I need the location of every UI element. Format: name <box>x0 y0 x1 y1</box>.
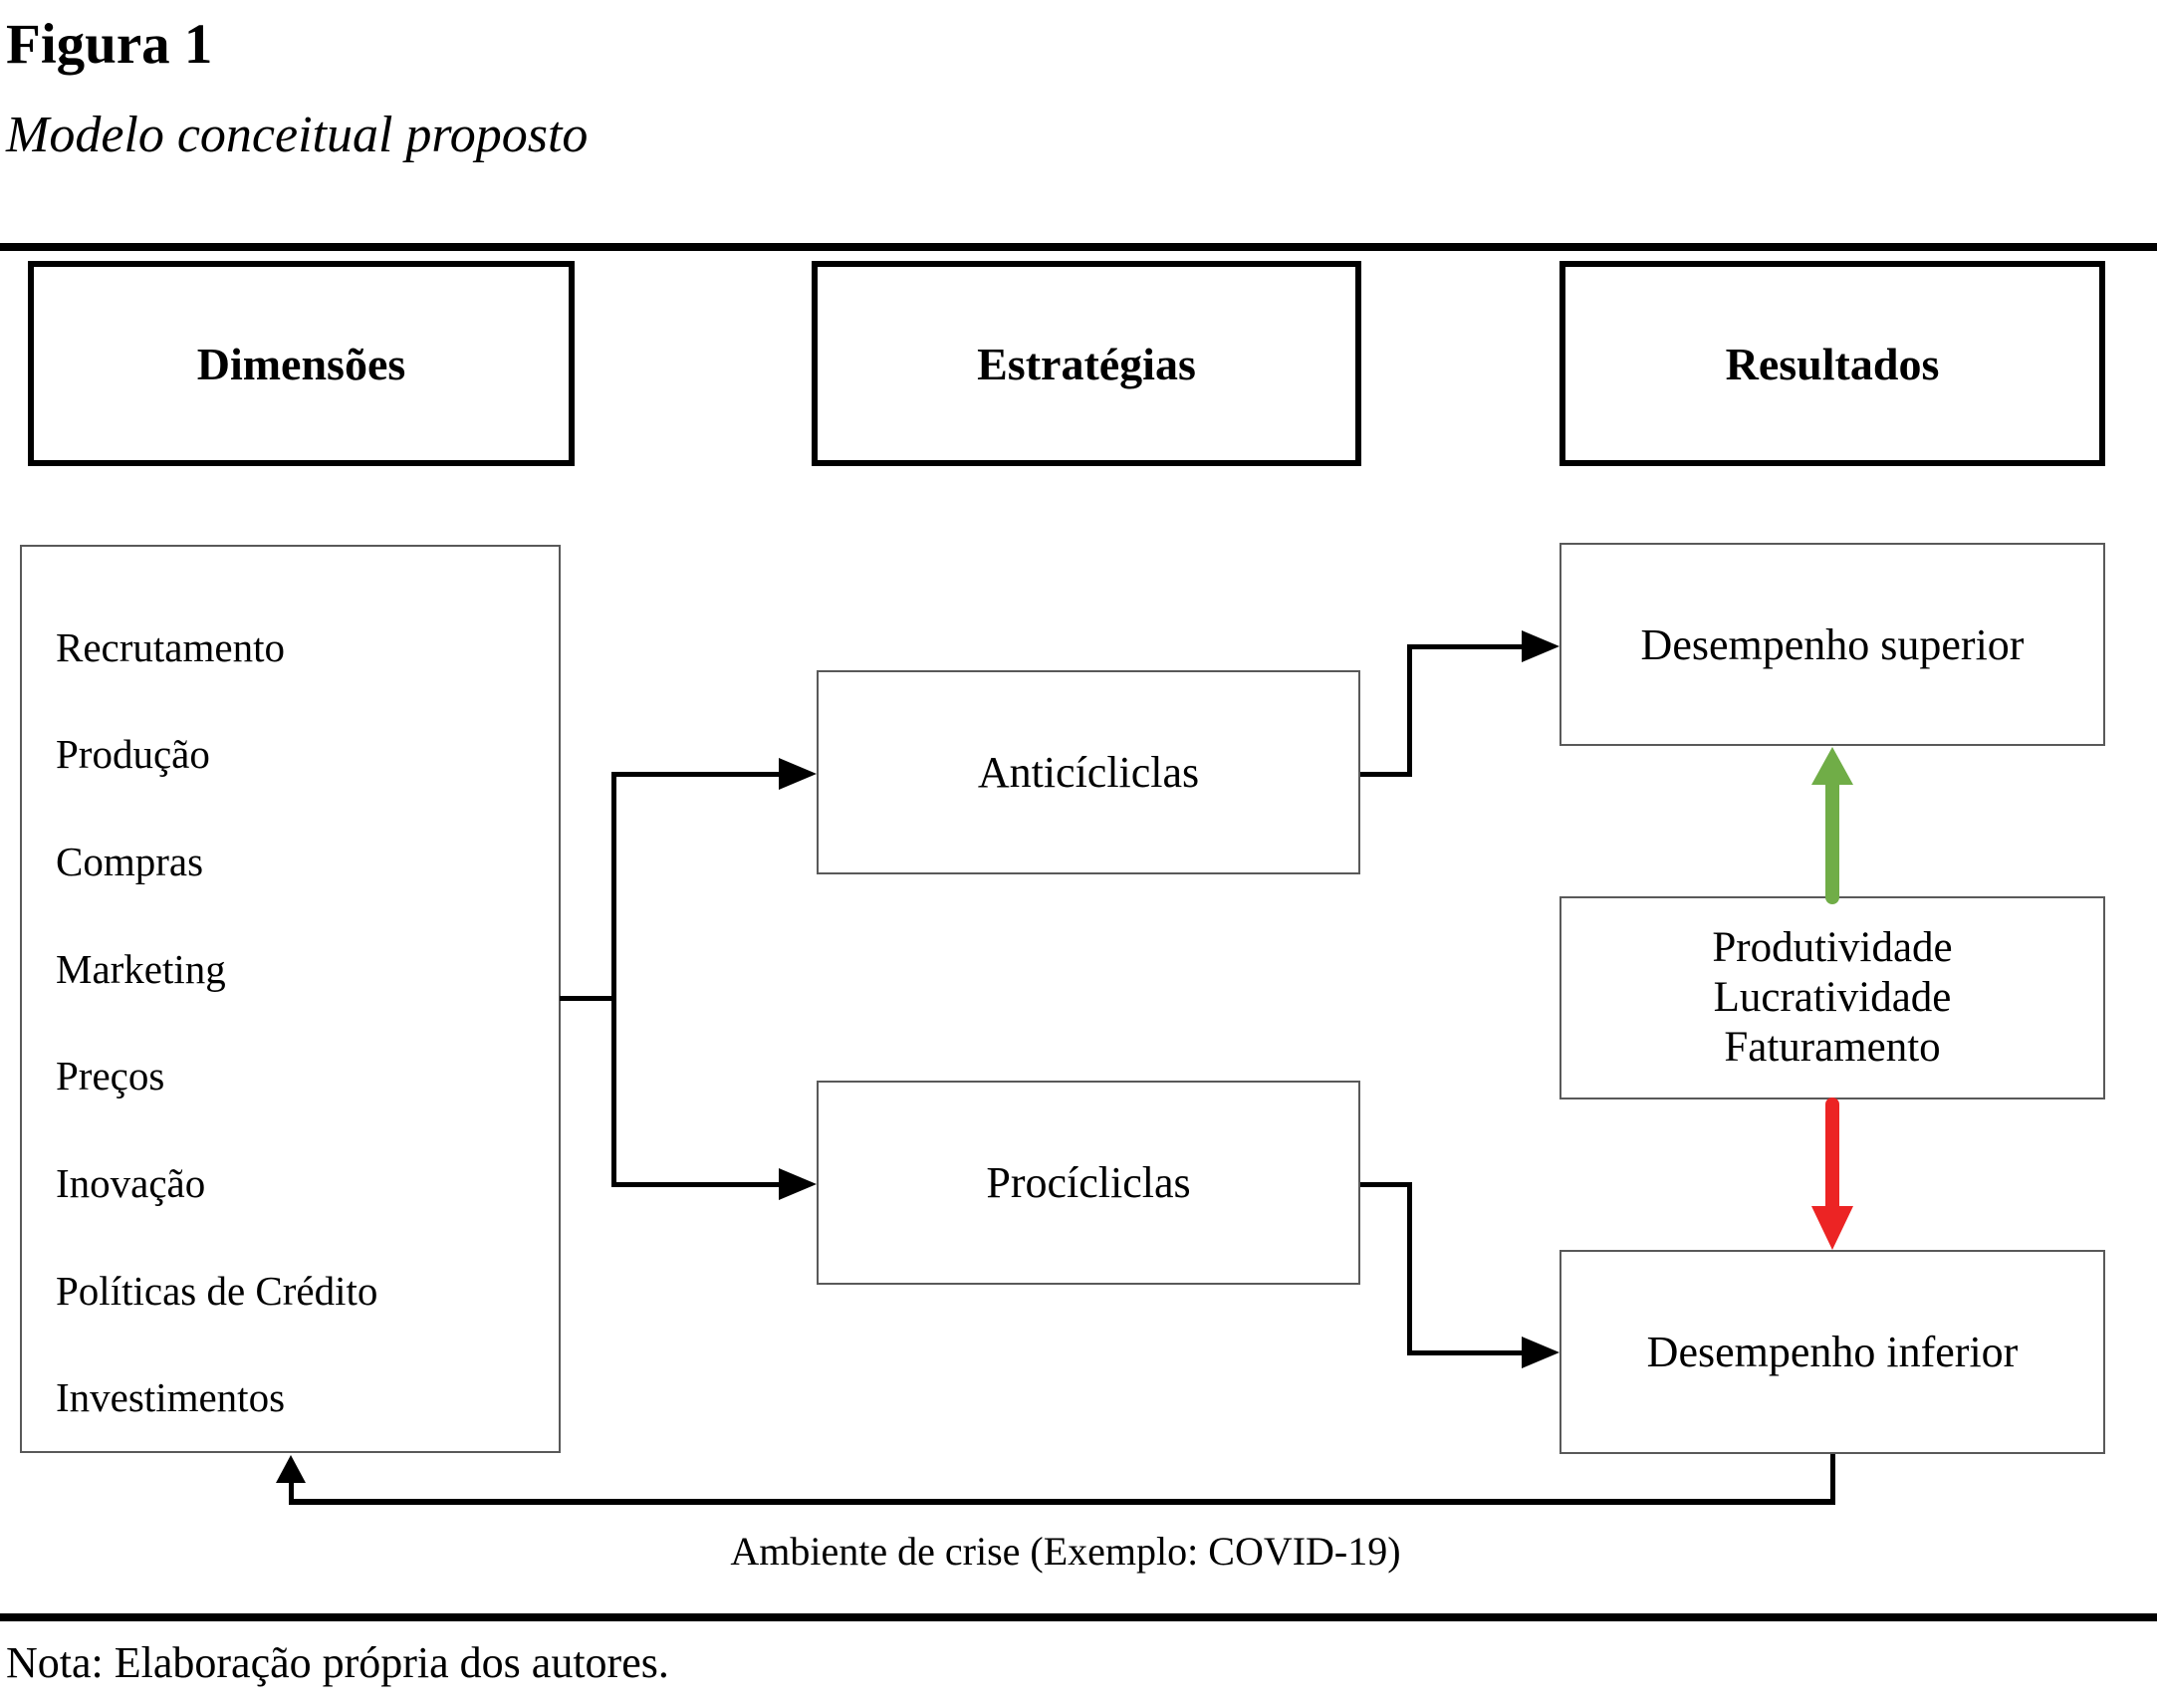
to-inferior-line <box>1407 1350 1524 1355</box>
list-item: Preços <box>56 1053 165 1099</box>
connector-branch-line <box>611 772 616 1187</box>
list-item: Investimentos <box>56 1374 286 1421</box>
connector-to-procyclical-line <box>611 1182 781 1187</box>
to-superior-line <box>1407 644 1524 649</box>
inferior-performance-label: Desempenho inferior <box>1646 1328 2019 1376</box>
header-dimensions-label: Dimensões <box>196 338 406 389</box>
procyclical-label: Procícliclas <box>986 1158 1191 1207</box>
header-box-dimensions: Dimensões <box>28 261 575 466</box>
feedback-riser-line <box>289 1481 294 1503</box>
top-rule <box>0 243 2157 251</box>
bottom-rule <box>0 1613 2157 1621</box>
procyclical-out-line <box>1360 1182 1412 1187</box>
arrowhead-to-superior-icon <box>1522 630 1559 662</box>
header-box-strategies: Estratégias <box>812 261 1361 466</box>
feedback-arrowhead-icon <box>276 1455 306 1483</box>
figure-note: Nota: Elaboração própria dos autores. <box>6 1638 669 1687</box>
indicator-label: Faturamento <box>1724 1024 1941 1071</box>
list-item: Recrutamento <box>56 623 285 670</box>
procyclical-dropper-line <box>1407 1182 1412 1355</box>
negative-arrowhead-icon <box>1811 1206 1853 1250</box>
negative-arrow-shaft <box>1825 1098 1839 1209</box>
arrowhead-to-inferior-icon <box>1522 1337 1559 1368</box>
positive-arrow-shaft <box>1825 783 1839 904</box>
connector-stub-line <box>560 996 616 1001</box>
inferior-performance-box: Desempenho inferior <box>1559 1250 2105 1454</box>
header-results-label: Resultados <box>1725 338 1940 389</box>
superior-performance-box: Desempenho superior <box>1559 543 2105 746</box>
superior-performance-label: Desempenho superior <box>1640 619 2025 669</box>
procyclical-box: Procícliclas <box>817 1081 1360 1285</box>
anticyclical-label: Anticícliclas <box>977 748 1200 797</box>
connector-to-anticyclical-line <box>611 772 781 777</box>
feedback-horizontal-line <box>289 1499 1835 1505</box>
positive-arrowhead-icon <box>1811 747 1853 785</box>
anticyclical-out-line <box>1360 772 1412 777</box>
list-item: Marketing <box>56 945 226 992</box>
indicator-label: Lucratividade <box>1713 974 1952 1021</box>
figure-subtitle: Modelo conceitual proposto <box>6 107 589 163</box>
list-item: Produção <box>56 731 210 778</box>
indicator-label: Produtividade <box>1712 924 1953 971</box>
anticyclical-box: Anticícliclas <box>817 670 1360 874</box>
figure-label: Figura 1 <box>6 13 213 76</box>
header-box-results: Resultados <box>1559 261 2105 466</box>
dimensions-list-box: Recrutamento Produção Compras Marketing … <box>20 545 561 1453</box>
arrowhead-to-procyclical-icon <box>779 1168 817 1200</box>
arrowhead-to-anticyclical-icon <box>779 758 817 790</box>
feedback-caption: Ambiente de crise (Exemplo: COVID-19) <box>730 1529 1401 1574</box>
list-item: Inovação <box>56 1159 206 1206</box>
indicators-box: Produtividade Lucratividade Faturamento <box>1559 896 2105 1099</box>
anticyclical-riser-line <box>1407 644 1412 777</box>
list-item: Políticas de Crédito <box>56 1267 378 1314</box>
list-item: Compras <box>56 839 204 885</box>
header-strategies-label: Estratégias <box>977 338 1196 389</box>
feedback-drop-line <box>1830 1454 1835 1504</box>
